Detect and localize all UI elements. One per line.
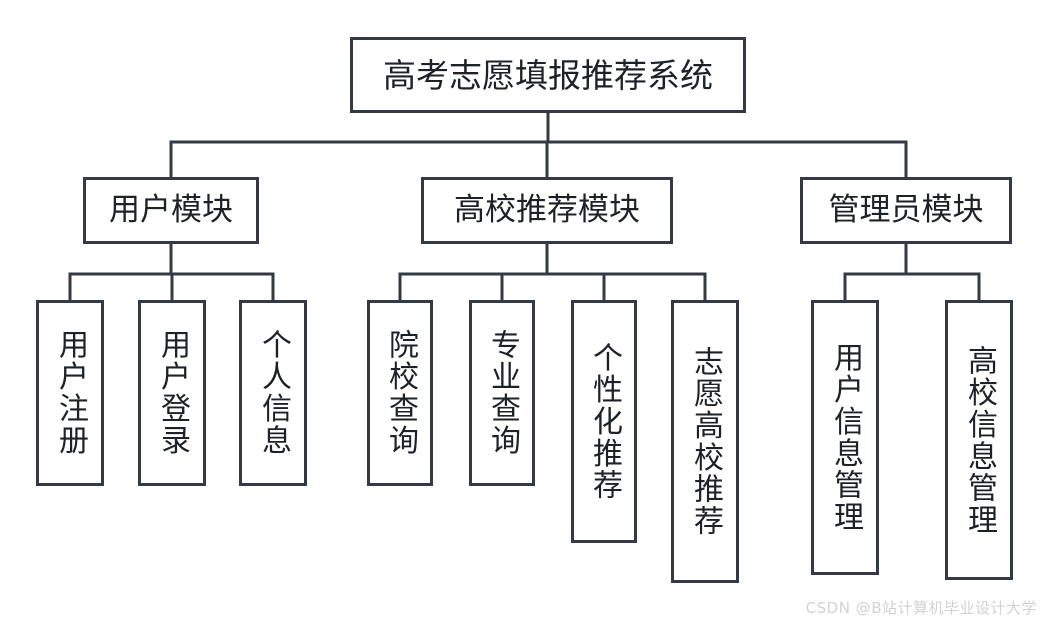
node-leaf-个人信息-label: 个人信息 [256, 329, 291, 457]
node-leaf-用户信息管理: 用户信息管理 [811, 300, 879, 575]
watermark-text: CSDN @B站计算机毕业设计大学 [805, 599, 1037, 617]
node-module-管理员模块-label: 管理员模块 [828, 192, 984, 228]
node-module-高校推荐模块: 高校推荐模块 [421, 177, 673, 244]
node-leaf-专业查询-label: 专业查询 [485, 329, 520, 457]
node-leaf-个人信息: 个人信息 [239, 300, 307, 486]
node-leaf-用户登录-label: 用户登录 [155, 329, 190, 457]
node-module-管理员模块: 管理员模块 [800, 177, 1012, 244]
node-module-高校推荐模块-label: 高校推荐模块 [454, 192, 640, 228]
node-leaf-院校查询-label: 院校查询 [383, 329, 418, 457]
node-leaf-高校信息管理-label: 高校信息管理 [962, 344, 997, 536]
node-leaf-用户注册-label: 用户注册 [53, 329, 88, 457]
node-leaf-志愿高校推荐-label: 志愿高校推荐 [688, 346, 723, 537]
node-module-用户模块: 用户模块 [83, 177, 259, 244]
node-root: 高考志愿填报推荐系统 [350, 37, 746, 113]
node-leaf-高校信息管理: 高校信息管理 [945, 300, 1013, 580]
node-leaf-用户登录: 用户登录 [138, 300, 206, 486]
node-leaf-用户信息管理-label: 用户信息管理 [828, 342, 863, 533]
node-leaf-用户注册: 用户注册 [36, 300, 104, 486]
node-leaf-志愿高校推荐: 志愿高校推荐 [671, 300, 739, 583]
node-root-label: 高考志愿填报推荐系统 [383, 55, 713, 95]
node-leaf-专业查询: 专业查询 [469, 300, 535, 486]
node-module-用户模块-label: 用户模块 [109, 192, 233, 228]
node-leaf-个性化推荐-label: 个性化推荐 [587, 342, 622, 501]
node-leaf-院校查询: 院校查询 [367, 300, 433, 486]
node-leaf-个性化推荐: 个性化推荐 [571, 300, 637, 543]
